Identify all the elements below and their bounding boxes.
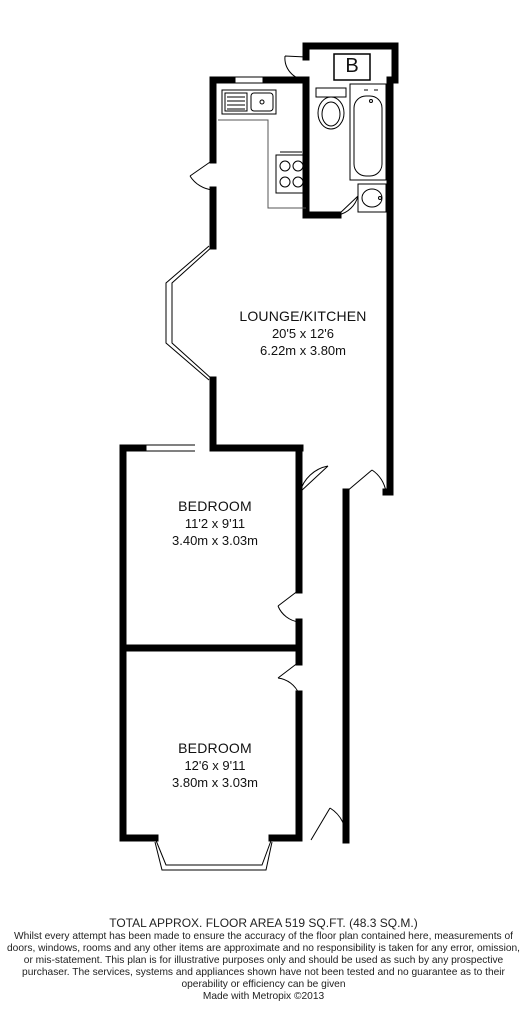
walls — [119, 42, 399, 844]
toilet-seat — [321, 101, 341, 127]
hob-ring-1 — [279, 160, 291, 172]
hob-ring-2 — [292, 160, 304, 172]
hob-ring-3 — [279, 176, 291, 188]
bathroom-fixtures — [315, 83, 387, 213]
window-bed1-top — [143, 444, 195, 452]
floor-plan — [119, 42, 399, 871]
bath-inner — [353, 95, 383, 177]
room-label-bedroom-2: BEDROOM 12'6 x 9'11 3.80m x 3.03m — [140, 740, 290, 791]
sink-bowl — [250, 92, 274, 112]
door-bathroom — [337, 195, 359, 216]
sink-icon — [221, 89, 277, 115]
windows — [143, 76, 273, 871]
door-boiler — [284, 55, 307, 81]
door-entrance — [310, 807, 347, 841]
bay-window-lounge — [165, 245, 214, 381]
window-kitchen-top — [232, 76, 266, 84]
hob-icon — [275, 154, 307, 194]
room-size-imperial: 11'2 x 9'11 — [184, 516, 246, 531]
boiler-label: B — [345, 55, 359, 77]
bay-window-bed2 — [154, 837, 273, 871]
room-size-metric: 3.80m x 3.03m — [172, 775, 258, 790]
disclaimer-text: Whilst every attempt has been made to en… — [6, 931, 520, 991]
room-size-imperial: 12'6 x 9'11 — [184, 758, 246, 773]
doors — [189, 55, 387, 841]
room-name: BEDROOM — [178, 498, 252, 514]
door-bed1 — [277, 589, 300, 623]
room-name: LOUNGE/KITCHEN — [239, 308, 367, 324]
room-size-metric: 6.22m x 3.80m — [260, 343, 346, 358]
door-lounge-left — [189, 159, 214, 191]
sink-drainer — [224, 92, 248, 112]
door-bed2 — [277, 661, 300, 695]
sink-tap-icon — [259, 99, 265, 105]
footer: TOTAL APPROX. FLOOR AREA 519 SQ.FT. (48.… — [0, 915, 527, 1004]
room-size-metric: 3.40m x 3.03m — [172, 533, 258, 548]
toilet-cistern — [315, 87, 347, 98]
total-floor-area: TOTAL APPROX. FLOOR AREA 519 SQ.FT. (48.… — [109, 916, 418, 930]
kitchen-worktop — [218, 119, 306, 209]
door-lounge-bottom — [299, 465, 387, 493]
bath-plug — [369, 99, 373, 103]
room-label-bedroom-1: BEDROOM 11'2 x 9'11 3.40m x 3.03m — [140, 498, 290, 549]
hob-ring-4 — [292, 176, 304, 188]
boiler-box — [333, 53, 371, 81]
room-label-lounge-kitchen: LOUNGE/KITCHEN 20'5 x 12'6 6.22m x 3.80m — [218, 308, 388, 359]
basin-tap — [378, 196, 382, 200]
kitchen-fixtures — [218, 89, 307, 209]
room-name: BEDROOM — [178, 740, 252, 756]
room-size-imperial: 20'5 x 12'6 — [271, 326, 335, 341]
credit-text: Made with Metropix ©2013 — [202, 991, 325, 1003]
drainer-ribs — [227, 96, 245, 110]
